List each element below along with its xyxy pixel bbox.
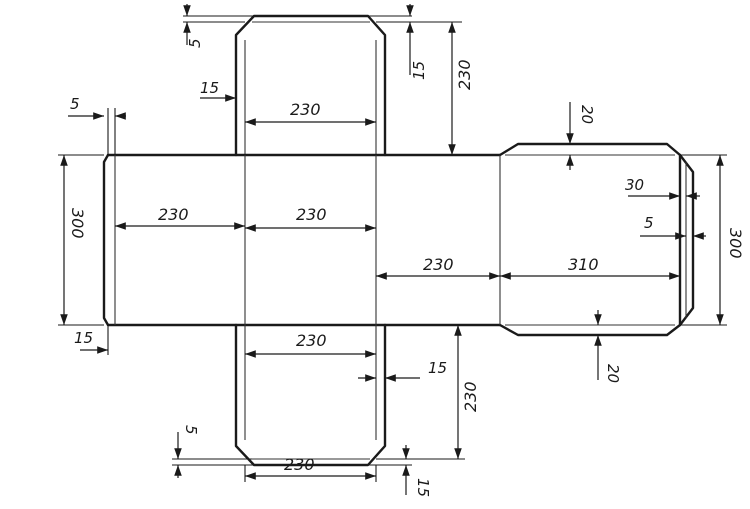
label-front-panel-width: 230 — [296, 205, 327, 224]
label-left-panel-height: 300 — [68, 208, 87, 239]
label-right-panel-height: 300 — [726, 228, 745, 259]
main-strip-outline — [106, 153, 502, 327]
label-right-tab-5: 5 — [644, 214, 654, 232]
label-left-tab-bottom: 15 — [74, 329, 93, 347]
label-top-flap-side-tab: 15 — [200, 79, 219, 97]
label-back-panel-width: 230 — [423, 255, 454, 274]
dimension-labels: 5 15 15 230 230 5 300 230 230 15 230 310… — [68, 38, 745, 497]
label-left-tab-width: 5 — [70, 95, 80, 113]
top-flap-outline — [234, 14, 387, 157]
label-right-bottom-tab: 20 — [604, 364, 622, 383]
label-top-flap-height: 230 — [455, 59, 474, 90]
label-bottom-flap-inset: 5 — [182, 425, 200, 435]
label-bottom-flap-tab: 15 — [428, 359, 447, 377]
label-bottom-flap-corner: 15 — [414, 478, 432, 497]
label-bottom-flap-height: 230 — [461, 381, 480, 412]
label-right-top-tab: 20 — [578, 105, 596, 124]
right-panel-outline — [498, 142, 682, 337]
label-bottom-flap-width-lower: 230 — [284, 455, 315, 474]
label-top-flap-tab: 15 — [410, 61, 428, 80]
net-outline — [102, 14, 695, 467]
label-top-flap-inset: 5 — [186, 38, 204, 48]
label-right-panel-width: 310 — [568, 255, 599, 274]
label-left-panel-width: 230 — [158, 205, 189, 224]
left-tab-outline — [102, 153, 110, 327]
dimension-lines — [58, 4, 727, 495]
label-top-flap-width: 230 — [290, 100, 321, 119]
label-right-tab-30: 30 — [625, 176, 644, 194]
label-bottom-flap-width: 230 — [296, 331, 327, 350]
bottom-flap-outline — [234, 323, 387, 467]
